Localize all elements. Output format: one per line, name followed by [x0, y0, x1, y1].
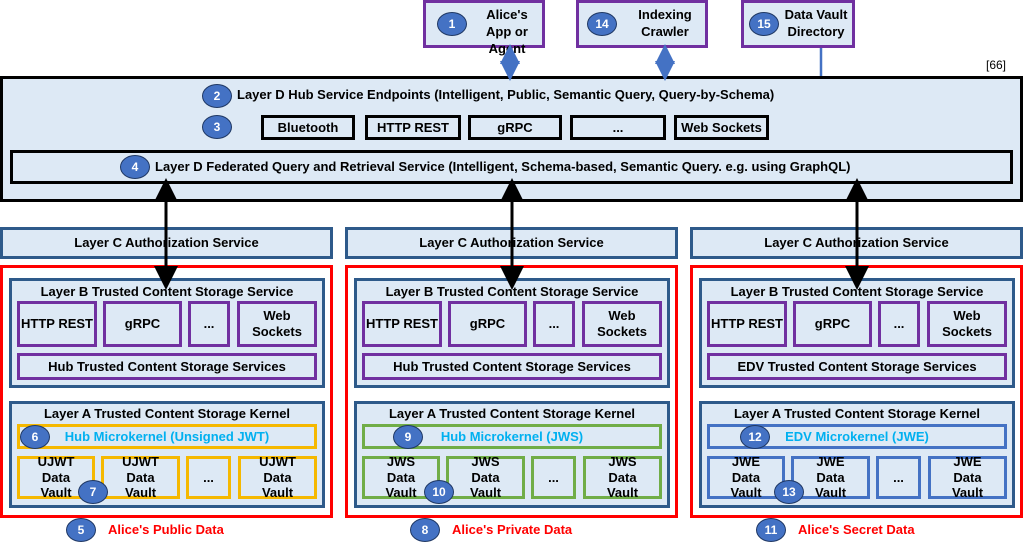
private-microkernel-label: Hub Microkernel (JWS)	[440, 428, 584, 444]
private-http-rest: HTTP REST	[362, 301, 442, 347]
secret-ellipsis: ...	[878, 301, 920, 347]
badge-11: 11	[756, 518, 786, 542]
layer-d-endpoints-label: Layer D Hub Service Endpoints (Intellige…	[237, 87, 775, 102]
secret-vault-3: JWE Data Vault	[928, 454, 1007, 501]
badge-3: 3	[202, 115, 232, 139]
badge-4: 4	[120, 155, 150, 179]
secret-vault-3-label: JWE Data Vault	[951, 454, 984, 501]
private-data-label: Alice's Private Data	[452, 522, 573, 537]
layer-a-secret-label: Layer A Trusted Content Storage Kernel	[733, 406, 981, 421]
public-vault-1-label: UJWT Data Vault	[37, 454, 75, 501]
secret-storage-services: EDV Trusted Content Storage Services	[707, 353, 1007, 380]
data-vault-directory-box	[741, 0, 855, 48]
public-vault-3: UJWT Data Vault	[238, 454, 317, 501]
secret-vault-1-label: JWE Data Vault	[730, 454, 762, 501]
badge-6: 6	[20, 425, 50, 449]
protocol-bluetooth: Bluetooth	[261, 115, 355, 140]
badge-9: 9	[393, 425, 423, 449]
secret-vault-2: JWE Data Vault	[791, 454, 870, 501]
public-grpc: gRPC	[103, 301, 182, 347]
top-box-label-14: Indexing Crawler	[638, 7, 692, 39]
private-ellipsis: ...	[533, 301, 575, 347]
private-vault-1-label: JWS Data Vault	[385, 454, 417, 501]
protocol-web-sockets: Web Sockets	[674, 115, 769, 140]
private-vault-ellipsis: ...	[531, 456, 576, 499]
private-vault-3: JWS Data Vault	[583, 454, 662, 501]
private-vault-2: JWS Data Vault	[446, 454, 525, 501]
badge-10: 10	[424, 480, 454, 504]
secret-data-label: Alice's Secret Data	[798, 522, 915, 537]
public-data-label: Alice's Public Data	[108, 522, 224, 537]
citation: [66]	[986, 58, 1007, 72]
secret-http-rest: HTTP REST	[707, 301, 787, 347]
public-vault-2-label: UJWT Data Vault	[122, 454, 159, 501]
public-microkernel: Hub Microkernel (Unsigned JWT)	[17, 424, 317, 449]
public-vault-ellipsis: ...	[186, 456, 231, 499]
secret-grpc: gRPC	[793, 301, 872, 347]
protocol-grpc: gRPC	[468, 115, 562, 140]
badge-5: 5	[66, 518, 96, 542]
public-ellipsis: ...	[188, 301, 230, 347]
layer-b-secret-label: Layer B Trusted Content Storage Service	[730, 284, 984, 299]
protocol-http-rest: HTTP REST	[365, 115, 461, 140]
top-box-label-15: Data Vault Directory	[784, 7, 848, 39]
public-microkernel-label: Hub Microkernel (Unsigned JWT)	[64, 428, 270, 444]
badge-14: 14	[587, 12, 617, 36]
badge-1: 1	[437, 12, 467, 36]
public-http-rest: HTTP REST	[17, 301, 97, 347]
secret-vault-2-label: JWE Data Vault	[814, 454, 847, 501]
private-grpc: gRPC	[448, 301, 527, 347]
private-vault-3-label: JWS Data Vault	[606, 454, 639, 501]
layer-a-private-label: Layer A Trusted Content Storage Kernel	[388, 406, 636, 421]
public-storage-services: Hub Trusted Content Storage Services	[17, 353, 317, 380]
layer-d-federated-label: Layer D Federated Query and Retrieval Se…	[155, 159, 851, 174]
layer-b-public-label: Layer B Trusted Content Storage Service	[40, 284, 294, 299]
public-web-sockets: Web Sockets	[237, 301, 317, 347]
secret-vault-ellipsis: ...	[876, 456, 921, 499]
secret-vault-1: JWE Data Vault	[707, 454, 785, 501]
badge-15: 15	[749, 12, 779, 36]
public-vault-1: UJWT Data Vault	[17, 454, 95, 501]
badge-8: 8	[410, 518, 440, 542]
badge-2: 2	[202, 84, 232, 108]
private-web-sockets: Web Sockets	[582, 301, 662, 347]
layer-a-public-label: Layer A Trusted Content Storage Kernel	[43, 406, 291, 421]
public-vault-2: UJWT Data Vault	[101, 454, 180, 501]
protocol-ellipsis: ...	[570, 115, 666, 140]
layer-b-private-label: Layer B Trusted Content Storage Service	[385, 284, 639, 299]
private-vault-2-label: JWS Data Vault	[469, 454, 502, 501]
secret-microkernel-label: EDV Microkernel (JWE)	[785, 428, 929, 444]
badge-12: 12	[740, 425, 770, 449]
public-vault-3-label: UJWT Data Vault	[259, 454, 296, 501]
badge-7: 7	[78, 480, 108, 504]
secret-web-sockets: Web Sockets	[927, 301, 1007, 347]
badge-13: 13	[774, 480, 804, 504]
private-storage-services: Hub Trusted Content Storage Services	[362, 353, 662, 380]
